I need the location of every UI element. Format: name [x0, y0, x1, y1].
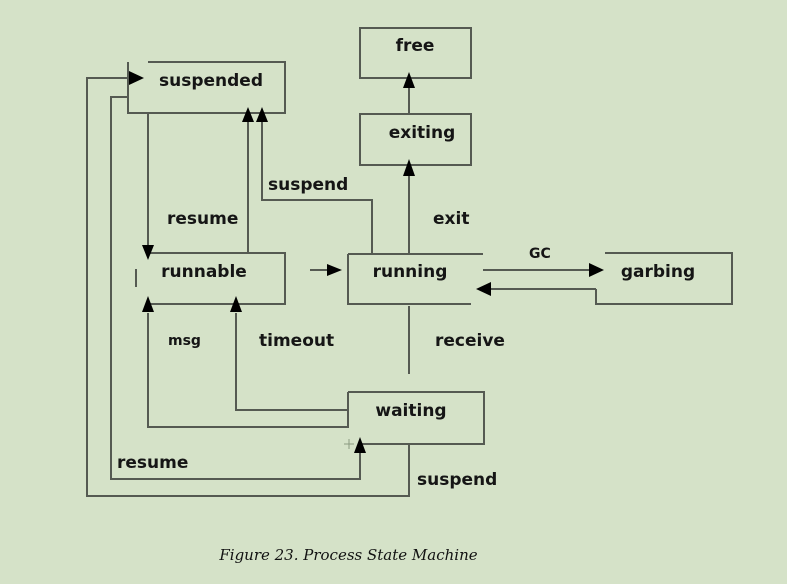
label-receive: receive [435, 331, 505, 351]
timeout-line [235, 313, 348, 411]
arrowhead-exiting [403, 159, 415, 176]
label-timeout: timeout [259, 331, 334, 351]
state-running: running [373, 262, 448, 282]
crosshair-cursor-icon [344, 439, 354, 449]
arrowhead-runnable-msg [142, 296, 154, 312]
suspend-from-running-line [261, 122, 373, 254]
label-exit: exit [433, 209, 469, 229]
running-box [347, 253, 483, 305]
label-suspend-from-waiting: suspend [417, 470, 497, 490]
arrowhead-running [327, 264, 342, 276]
arrowhead-running-from-garbing [476, 282, 491, 296]
arrowhead-runnable-resume [142, 245, 154, 260]
runnable-box [150, 252, 286, 305]
exiting-box [359, 113, 472, 166]
state-runnable: runnable [161, 262, 247, 282]
suspend-from-waiting-line [86, 77, 410, 497]
waiting-box [348, 391, 485, 445]
arrowhead-suspended-a [242, 107, 254, 122]
label-msg: msg [168, 333, 201, 349]
label-gc: GC [529, 246, 551, 262]
label-resume-to-runnable: resume [167, 209, 238, 229]
label-suspend-from-running: suspend [268, 175, 348, 195]
label-resume-to-waiting: resume [117, 453, 188, 473]
figure-caption: Figure 23. Process State Machine [219, 546, 478, 564]
state-free: free [396, 36, 435, 56]
arrowhead-runnable-timeout [230, 296, 242, 312]
resume-to-waiting-line [110, 96, 361, 480]
state-garbing: garbing [621, 262, 695, 282]
arrowhead-suspended-left [129, 71, 144, 85]
arrowhead-free [403, 72, 415, 88]
arrowhead-waiting [354, 437, 366, 453]
arrowhead-garbing [589, 263, 604, 277]
free-box [359, 27, 472, 79]
state-exiting: exiting [389, 123, 456, 143]
arrowhead-suspended-b [256, 107, 268, 122]
state-suspended: suspended [159, 71, 263, 91]
garbing-box [595, 252, 733, 305]
state-waiting: waiting [375, 401, 446, 421]
